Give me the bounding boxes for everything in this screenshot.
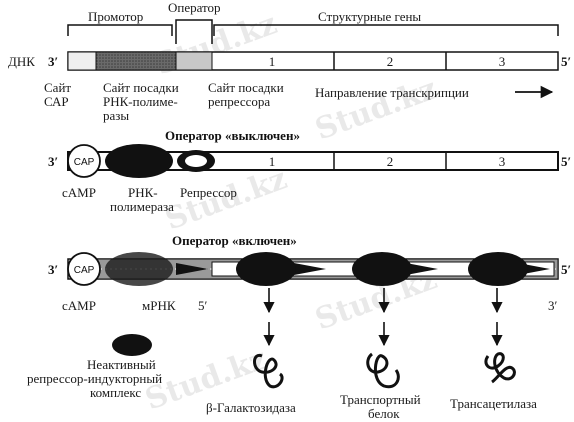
mrna-end-3: 3′ xyxy=(548,298,558,313)
cap-site-label-1: Сайт xyxy=(44,80,71,95)
rnap-site-region xyxy=(95,51,177,71)
mrna-arrow-2-icon xyxy=(294,263,326,275)
rna-polymerase-shape xyxy=(105,144,173,178)
ribosome-3-shape xyxy=(468,252,528,286)
dna-label: ДНК xyxy=(8,54,35,69)
gene-3-label: 3 xyxy=(499,54,506,69)
bottom-end-3: 3′ xyxy=(48,262,58,277)
rna-polymerase-on-shape xyxy=(105,252,173,286)
rnap-label-off-1: РНК- xyxy=(128,185,158,200)
watermark-2: Stud.kz xyxy=(311,71,442,147)
top-panel: Промотор Оператор Структурные гены 1 2 3… xyxy=(8,0,571,123)
mrna-arrow-1-icon xyxy=(176,263,208,275)
middle-end-5: 5′ xyxy=(561,154,571,169)
repressor-site-label-1: Сайт посадки xyxy=(208,80,284,95)
transport-protein-icon xyxy=(366,352,400,389)
beta-galactosidase-protein-icon xyxy=(253,353,284,389)
top-end-3: 3′ xyxy=(48,54,58,69)
gene-off-2-label: 2 xyxy=(387,154,394,169)
rnap-site-label-2: РНК-полиме- xyxy=(103,94,178,109)
product-2-label-2: белок xyxy=(368,406,400,421)
gene-2-label: 2 xyxy=(387,54,394,69)
cap-protein-on-circle xyxy=(67,252,101,286)
middle-end-3: 3′ xyxy=(48,154,58,169)
cap-label-off: CAP xyxy=(74,157,95,168)
bottom-panel: Оператор «включен» CAP 3′ 5′ cAMP мРНК 5… xyxy=(27,233,571,421)
top-end-5: 5′ xyxy=(561,54,571,69)
cap-protein-circle xyxy=(67,144,101,178)
gene-off-1-label: 1 xyxy=(269,154,276,169)
bottom-end-5: 5′ xyxy=(561,262,571,277)
gene-1-label: 1 xyxy=(269,54,276,69)
repressor-site-label-2: репрессора xyxy=(208,94,270,109)
structural-genes-bracket xyxy=(213,24,559,36)
product-2-label-1: Транспортный xyxy=(340,392,421,407)
inactive-repressor-complex-shape xyxy=(112,334,152,356)
inactive-complex-label-3: комплекс xyxy=(90,385,141,400)
product-1-label: β-Галактозидаза xyxy=(206,400,296,415)
inactive-complex-label-2: репрессор-индукторный xyxy=(27,371,162,386)
cap-label-on: CAP xyxy=(74,265,95,276)
mrna-arrow-3-icon xyxy=(406,263,438,275)
operator-bracket xyxy=(175,19,213,44)
operator-label: Оператор xyxy=(168,0,221,15)
operator-off-title: Оператор «выключен» xyxy=(165,128,300,143)
ribosome-1-shape xyxy=(236,252,296,286)
watermark-1: Stud.kz xyxy=(151,6,282,82)
mrna-end-5: 5′ xyxy=(198,298,208,313)
product-3-label: Трансацетилаза xyxy=(450,396,537,411)
operator-on-title: Оператор «включен» xyxy=(172,233,297,248)
repressor-inner xyxy=(185,155,207,167)
ribosome-2-shape xyxy=(352,252,412,286)
promoter-label: Промотор xyxy=(88,9,143,24)
gene-off-3-label: 3 xyxy=(499,154,506,169)
rnap-label-off-2: полимераза xyxy=(110,199,174,214)
middle-panel: Оператор «выключен» 1 2 3 CAP 3′ 5′ cAMP… xyxy=(48,128,571,214)
structural-genes-label: Структурные гены xyxy=(318,9,421,24)
rnap-site-label-1: Сайт посадки xyxy=(103,80,179,95)
repressor-label-off: Репрессор xyxy=(180,185,237,200)
camp-label-off: cAMP xyxy=(62,185,96,200)
camp-label-on: cAMP xyxy=(62,298,96,313)
transacetylase-protein-icon xyxy=(484,352,516,384)
cap-site-label-2: САР xyxy=(44,94,69,109)
mrna-label: мРНК xyxy=(142,298,176,313)
operator-region xyxy=(175,51,213,71)
rnap-site-label-3: разы xyxy=(103,108,129,123)
transcription-direction-label: Направление транскрипции xyxy=(315,85,469,100)
promoter-bracket xyxy=(67,24,173,36)
cap-site-region xyxy=(67,51,97,71)
inactive-complex-label-1: Неактивный xyxy=(87,357,156,372)
